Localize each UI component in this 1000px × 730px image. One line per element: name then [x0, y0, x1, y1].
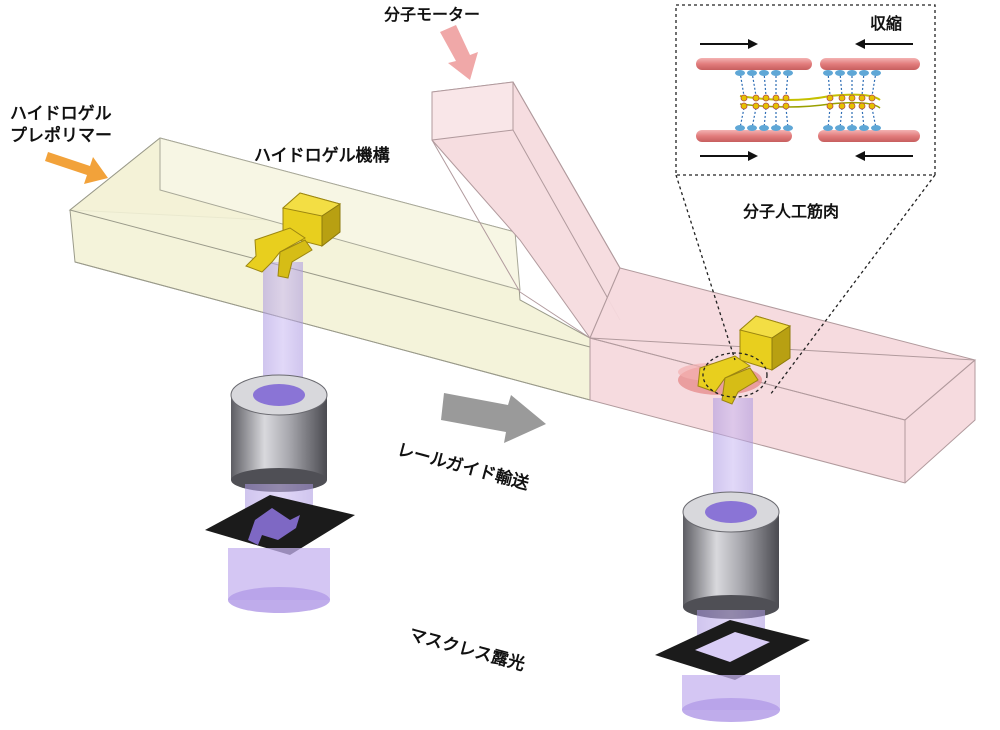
orange-arrow-icon	[45, 152, 108, 184]
gripper-icon	[245, 192, 342, 279]
objective-lens-right	[682, 491, 780, 619]
label-hydrogel-prepolymer-line2: プレポリマー	[10, 126, 112, 146]
objective-lens-left	[230, 374, 328, 492]
grey-arrow-icon	[441, 393, 546, 443]
molecular-muscle-inset	[675, 4, 936, 176]
label-molecular-motor: 分子モーター	[384, 5, 481, 24]
pink-arrow-icon	[440, 25, 478, 80]
light-beam-right	[713, 398, 753, 508]
photomask-icon	[205, 495, 355, 555]
label-hydrogel-prepolymer-line1: ハイドロゲル	[10, 104, 112, 124]
label-molecular-artificial-muscle: 分子人工筋肉	[743, 202, 840, 221]
light-beam-left	[263, 262, 303, 392]
exposure-cylinder-right	[682, 675, 780, 722]
photomask-right-icon	[655, 620, 810, 680]
label-contraction: 収縮	[870, 14, 903, 33]
label-hydrogel-mechanism: ハイドロゲル機構	[254, 146, 390, 166]
motor-channel	[431, 81, 977, 484]
zoom-guide-lines	[675, 174, 936, 398]
exposure-cylinder-left	[228, 548, 330, 613]
